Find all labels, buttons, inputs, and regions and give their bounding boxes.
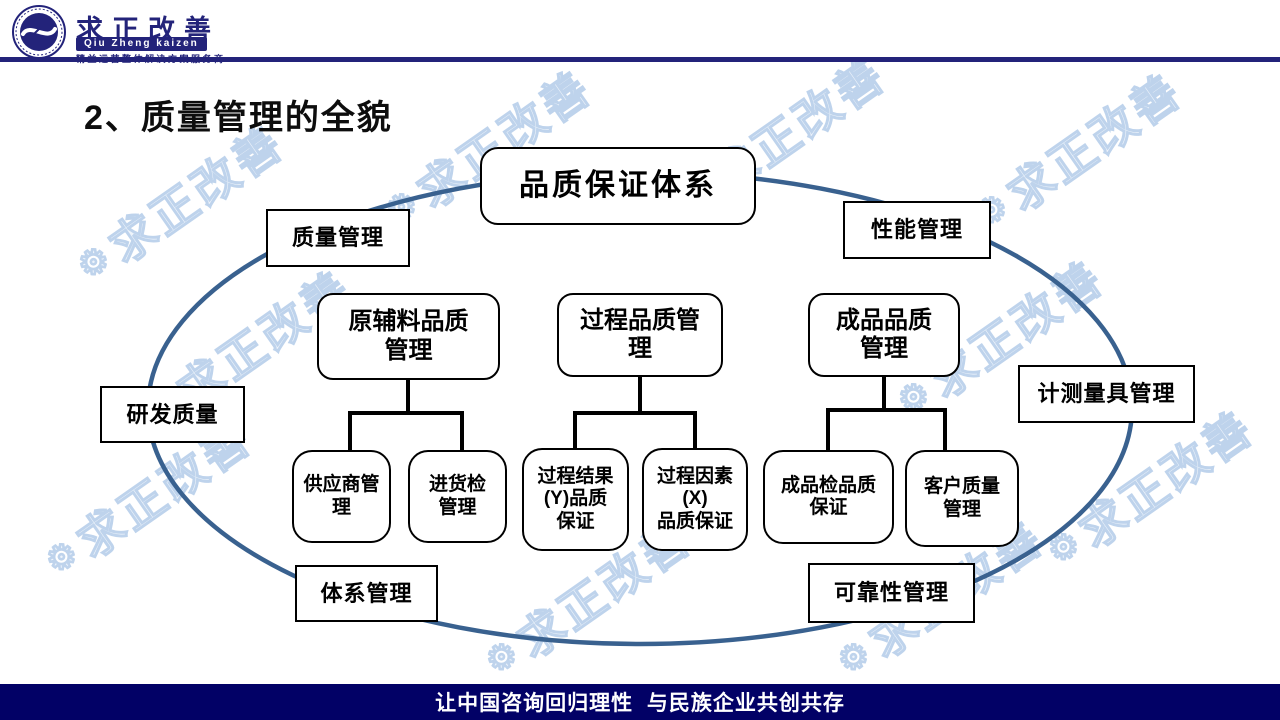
brand-logo-icon [12,5,66,59]
node-incoming-inspection-management: 进货检 管理 [408,450,507,543]
node-performance-management: 性能管理 [843,201,991,259]
footer-slogan: 让中国咨询回归理性 与民族企业共创共存 [435,692,845,715]
footer-bar: 让中国咨询回归理性 与民族企业共创共存 [0,684,1280,720]
node-process-factor-x-quality-assurance: 过程因素 (X) 品质保证 [642,448,748,551]
node-raw-material-quality-management: 原辅料品质 管理 [317,293,500,380]
branch-connector-finished [826,377,947,450]
node-customer-quality-management: 客户质量 管理 [905,450,1019,547]
header: 求正改善 Qiu Zheng kaizen 精益运营整体解决方案服务商 [0,0,1280,64]
branch-connector-raw-materials [348,378,464,450]
node-quality-assurance-system: 品质保证体系 [480,147,756,225]
node-process-quality-management: 过程品质管 理 [557,293,723,377]
node-supplier-management: 供应商管 理 [292,450,391,543]
header-divider [0,57,1280,62]
node-measuring-tool-management: 计测量具管理 [1018,365,1195,423]
node-process-result-y-quality-assurance: 过程结果 (Y)品质 保证 [522,448,629,551]
node-rd-quality: 研发质量 [100,386,245,443]
page-title: 2、质量管理的全貌 [84,99,393,137]
node-reliability-management: 可靠性管理 [808,563,975,623]
node-system-management: 体系管理 [295,565,438,622]
node-finished-inspection-quality-assurance: 成品检品质 保证 [763,450,894,544]
node-quality-management: 质量管理 [266,209,410,267]
brand-name-en: Qiu Zheng kaizen [76,37,207,51]
branch-connector-process [573,375,697,450]
node-finished-product-quality-management: 成品品质 管理 [808,293,960,377]
